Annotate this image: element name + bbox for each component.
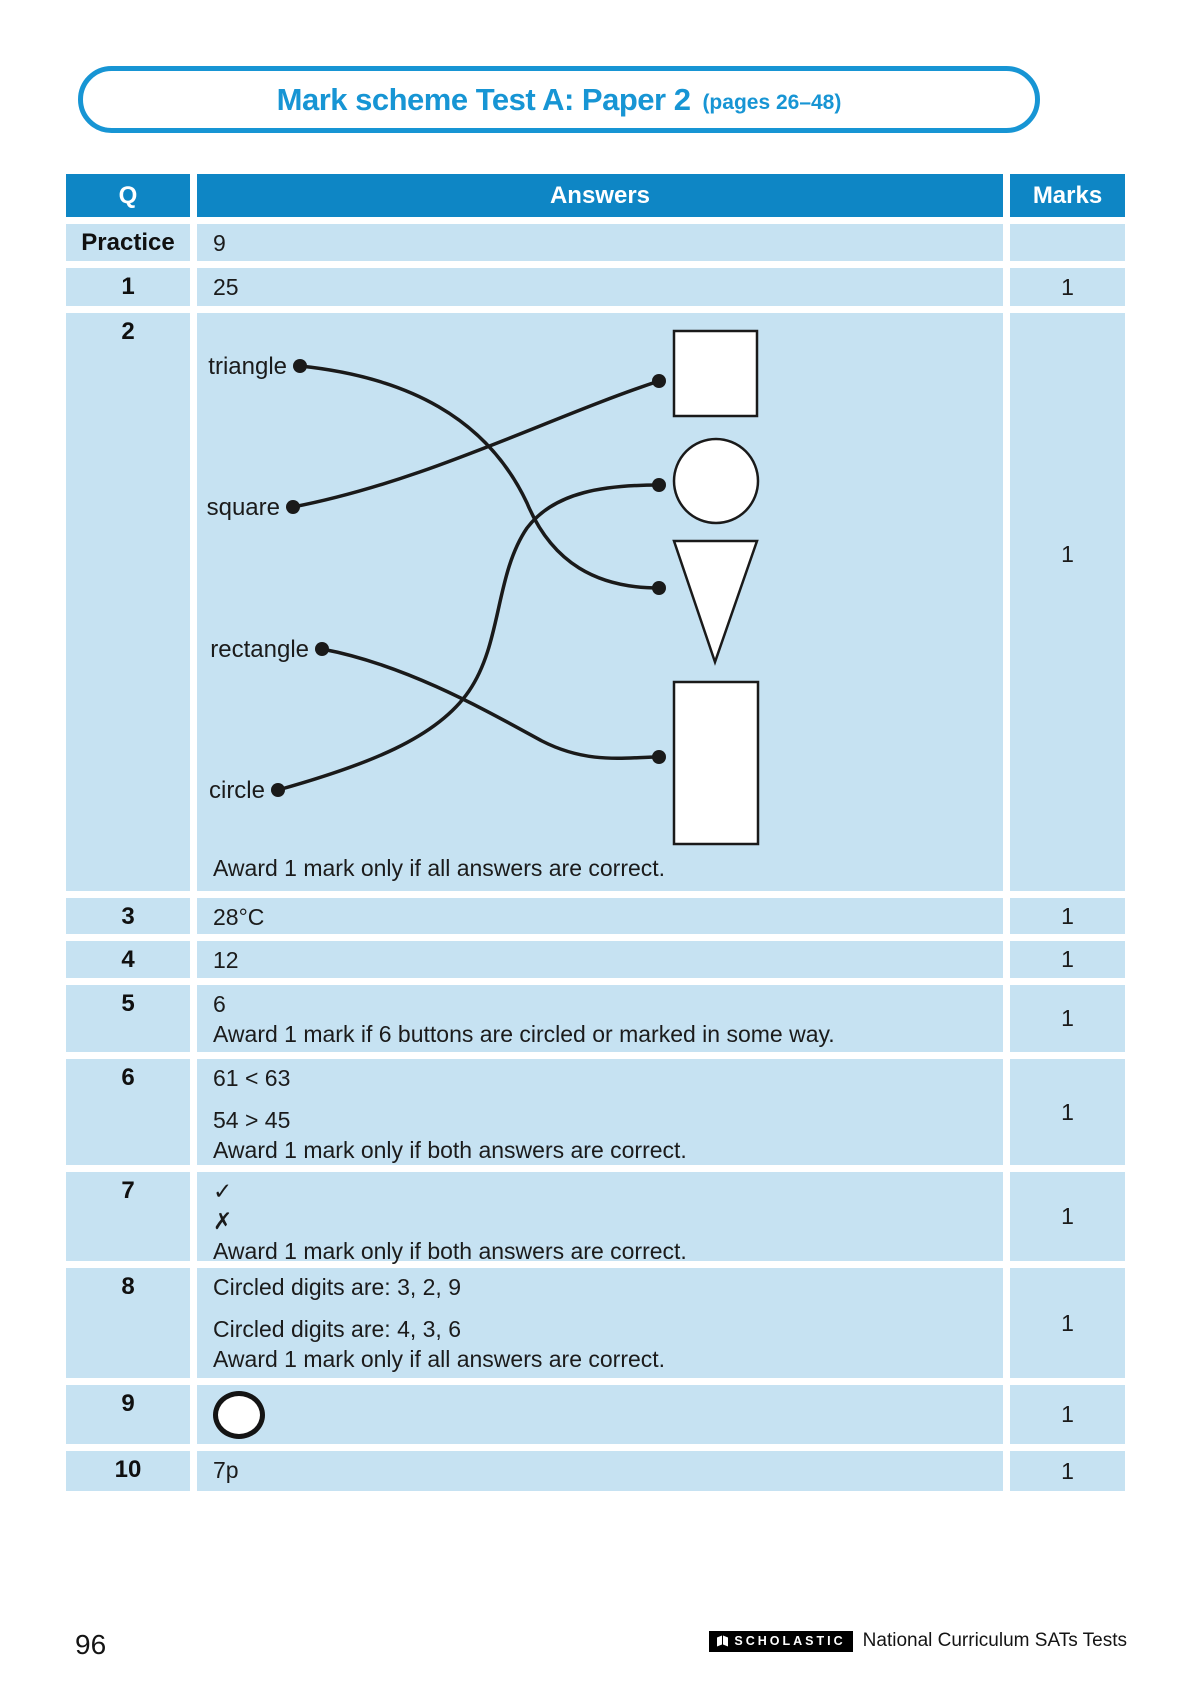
page-title: Mark scheme Test A: Paper 2 — [276, 81, 691, 117]
mark-cell: 1 — [1010, 268, 1125, 306]
page-number: 96 — [75, 1629, 107, 1660]
table-row: 10 7p 1 — [66, 1451, 1125, 1491]
answer-cell: 7p — [197, 1451, 1003, 1491]
cross-mark: ✗ — [213, 1208, 233, 1234]
table-header-row: Q Answers Marks — [66, 174, 1125, 217]
question-number: Practice — [66, 224, 190, 261]
answer-line: 6 — [213, 991, 226, 1017]
mark-cell: 1 — [1010, 313, 1125, 891]
match-lines — [276, 364, 661, 792]
answer-cell-matching-diagram: triangle square rectangle circle Award 1… — [197, 313, 1003, 891]
question-number: 1 — [66, 268, 190, 306]
mark-cell: 1 — [1010, 941, 1125, 978]
answer-cell: ✓ ✗ Award 1 mark only if both answers ar… — [197, 1172, 1003, 1264]
question-number: 3 — [66, 898, 190, 934]
answer-cell: 25 — [197, 268, 1003, 306]
tick-mark: ✓ — [213, 1178, 233, 1204]
mark-cell: 1 — [1010, 898, 1125, 934]
table-row: 6 61 < 63 54 > 45 Award 1 mark only if b… — [66, 1059, 1125, 1165]
answer-line: 25 — [213, 274, 239, 300]
answer-line: Circled digits are: 4, 3, 6 — [213, 1316, 462, 1342]
column-header-answers: Answers — [197, 174, 1003, 217]
question-number: 4 — [66, 941, 190, 978]
question-number: 6 — [66, 1059, 190, 1165]
mark-cell: 1 — [1010, 1059, 1125, 1165]
question-number: 8 — [66, 1268, 190, 1378]
label-triangle: triangle — [208, 353, 287, 380]
table-row: 2 triangle — [66, 313, 1125, 891]
table-row: Practice 9 — [66, 224, 1125, 261]
line-square-to-square — [291, 379, 661, 509]
mark-cell: 1 — [1010, 1385, 1125, 1444]
table-row: 7 ✓ ✗ Award 1 mark only if both answers … — [66, 1172, 1125, 1264]
scholastic-logo: SCHOLASTIC — [709, 1630, 853, 1652]
table-row: 9 1 — [66, 1385, 1125, 1444]
table-row: 3 28°C 1 — [66, 898, 1125, 934]
label-square: square — [207, 494, 280, 521]
award-note: Award 1 mark only if all answers are cor… — [213, 1346, 666, 1372]
column-header-marks: Marks — [1010, 174, 1125, 217]
series-title: National Curriculum SATs Tests — [862, 1630, 1127, 1651]
shape-matching-diagram: triangle square rectangle circle — [207, 329, 760, 846]
square-shape — [672, 329, 759, 418]
question-number: 10 — [66, 1451, 190, 1491]
question-number: 2 — [66, 313, 190, 891]
answer-cell: 28°C — [197, 898, 1003, 934]
award-note: Award 1 mark if 6 buttons are circled or… — [213, 1021, 835, 1047]
answer-line: 7p — [213, 1457, 239, 1483]
triangle-shape — [672, 539, 759, 666]
column-header-q: Q — [66, 174, 190, 217]
award-note: Award 1 mark only if all answers are cor… — [213, 855, 666, 881]
answer-line: 28°C — [213, 904, 265, 930]
label-dots — [271, 359, 666, 797]
mark-cell: 1 — [1010, 1268, 1125, 1378]
award-note: Award 1 mark only if both answers are co… — [213, 1238, 687, 1264]
mark-cell: 1 — [1010, 1451, 1125, 1491]
mark-cell: 1 — [1010, 1172, 1125, 1261]
shape-word-labels: triangle square rectangle circle — [207, 353, 309, 804]
table-row: 1 25 1 — [66, 268, 1125, 306]
table-row: 8 Circled digits are: 3, 2, 9 Circled di… — [66, 1268, 1125, 1378]
drawn-circle-shape — [213, 1391, 265, 1439]
scholastic-wordmark: SCHOLASTIC — [734, 1633, 846, 1648]
answer-cell: 6 Award 1 mark if 6 buttons are circled … — [197, 985, 1003, 1052]
rectangle-shape — [672, 680, 760, 846]
award-note: Award 1 mark only if both answers are co… — [213, 1137, 687, 1163]
answer-cell: Circled digits are: 3, 2, 9 Circled digi… — [197, 1268, 1003, 1378]
table-row: 4 12 1 — [66, 941, 1125, 978]
answer-line: Circled digits are: 3, 2, 9 — [213, 1274, 462, 1300]
label-rectangle: rectangle — [210, 636, 309, 663]
line-triangle-to-triangle — [298, 364, 661, 590]
answer-line: 12 — [213, 947, 239, 973]
answer-line: 61 < 63 — [213, 1065, 291, 1091]
answer-cell-drawn-shape — [197, 1385, 1003, 1444]
shape-column — [672, 329, 760, 846]
answer-cell: 12 — [197, 941, 1003, 978]
circle-shape — [672, 437, 760, 525]
label-circle: circle — [209, 777, 265, 804]
table-row: 5 6 Award 1 mark if 6 buttons are circle… — [66, 985, 1125, 1052]
answer-line: 9 — [213, 230, 226, 256]
answer-line: 54 > 45 — [213, 1107, 291, 1133]
question-number: 5 — [66, 985, 190, 1052]
line-rectangle-to-rectangle — [320, 647, 661, 761]
question-number: 9 — [66, 1385, 190, 1444]
scholastic-book-icon — [717, 1635, 729, 1647]
mark-cell — [1010, 224, 1125, 261]
footer-branding: SCHOLASTIC National Curriculum SATs Test… — [709, 1630, 1127, 1652]
mark-scheme-table: Q Answers Marks Practice 9 1 25 1 2 — [66, 174, 1125, 1498]
answer-cell: 9 — [197, 224, 1003, 261]
line-circle-to-circle — [276, 483, 661, 792]
answer-cell: 61 < 63 54 > 45 Award 1 mark only if bot… — [197, 1059, 1003, 1165]
title-banner: Mark scheme Test A: Paper 2 (pages 26–48… — [78, 66, 1040, 133]
page-range: (pages 26–48) — [702, 91, 842, 114]
mark-cell: 1 — [1010, 985, 1125, 1052]
question-number: 7 — [66, 1172, 190, 1261]
